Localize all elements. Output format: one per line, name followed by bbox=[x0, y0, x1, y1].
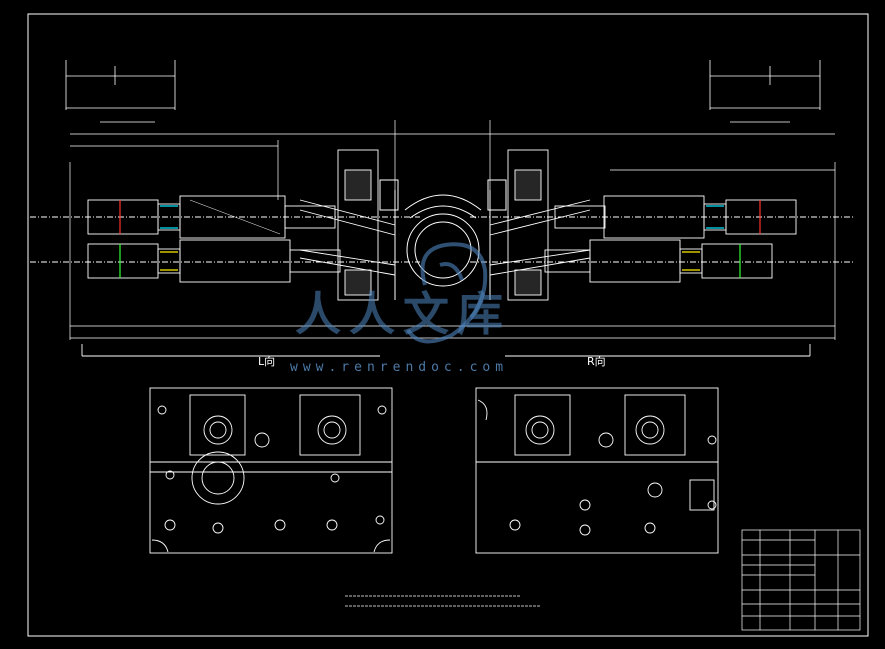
right-lower-spindle bbox=[470, 239, 855, 283]
left-lower-spindle bbox=[30, 239, 420, 283]
central-right-housing bbox=[489, 149, 591, 301]
drawing-frame bbox=[27, 13, 869, 637]
watermark-brand: 人人文库 bbox=[295, 287, 511, 341]
left-upper-spindle bbox=[30, 195, 420, 239]
main-dimension-lines bbox=[69, 120, 836, 340]
central-left-housing bbox=[299, 149, 396, 301]
top-left-dimension-block bbox=[65, 60, 176, 123]
central-workpiece bbox=[379, 179, 507, 300]
left-view-label: L向 bbox=[258, 355, 276, 368]
right-housing-view bbox=[475, 387, 719, 554]
title-block bbox=[741, 529, 861, 631]
technical-notes bbox=[345, 595, 540, 607]
left-housing-view bbox=[149, 387, 393, 554]
right-view-label: R向 bbox=[587, 355, 606, 368]
watermark-logo-icon bbox=[406, 242, 488, 344]
watermark-url: www.renrendoc.com bbox=[290, 360, 509, 375]
top-right-dimension-block bbox=[709, 60, 821, 123]
shaft-color-accents bbox=[119, 200, 761, 278]
right-upper-spindle bbox=[470, 195, 855, 239]
base-rails bbox=[81, 344, 811, 357]
